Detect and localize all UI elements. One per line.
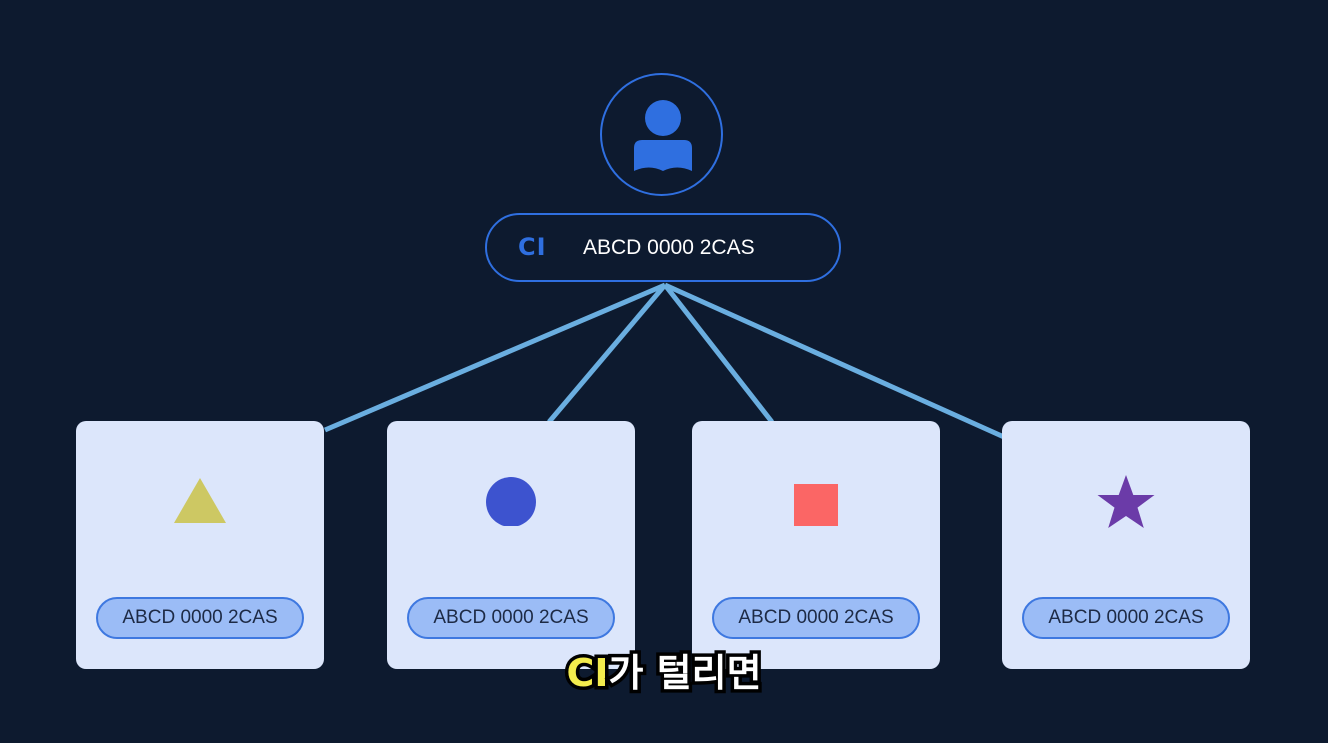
connector-line-3 — [663, 283, 774, 424]
square-icon — [794, 484, 838, 526]
card-id-tag: ABCD 0000 2CAS — [407, 597, 615, 639]
user-avatar — [600, 73, 723, 196]
circle-icon — [486, 477, 536, 526]
user-icon — [634, 100, 692, 171]
card-id-tag: ABCD 0000 2CAS — [1022, 597, 1230, 639]
ci-label: CI — [518, 233, 547, 261]
service-card-3: ABCD 0000 2CAS — [692, 421, 940, 669]
connector-line-1 — [324, 282, 666, 433]
connector-line-2 — [547, 283, 667, 424]
star-icon — [1097, 475, 1155, 528]
service-card-1: ABCD 0000 2CAS — [76, 421, 324, 669]
connector-line-4 — [663, 282, 1006, 440]
triangle-icon — [174, 478, 226, 523]
caption-rest: 가 털리면 — [605, 648, 765, 699]
service-card-4: ABCD 0000 2CAS — [1002, 421, 1250, 669]
card-id-tag: ABCD 0000 2CAS — [712, 597, 920, 639]
subtitle-caption: CI가 털리면 — [0, 642, 1328, 699]
ci-value: ABCD 0000 2CAS — [583, 236, 755, 259]
caption-highlight: CI — [563, 648, 612, 699]
card-id-tag: ABCD 0000 2CAS — [96, 597, 304, 639]
service-card-2: ABCD 0000 2CAS — [387, 421, 635, 669]
ci-id-pill: CI ABCD 0000 2CAS — [485, 213, 841, 282]
